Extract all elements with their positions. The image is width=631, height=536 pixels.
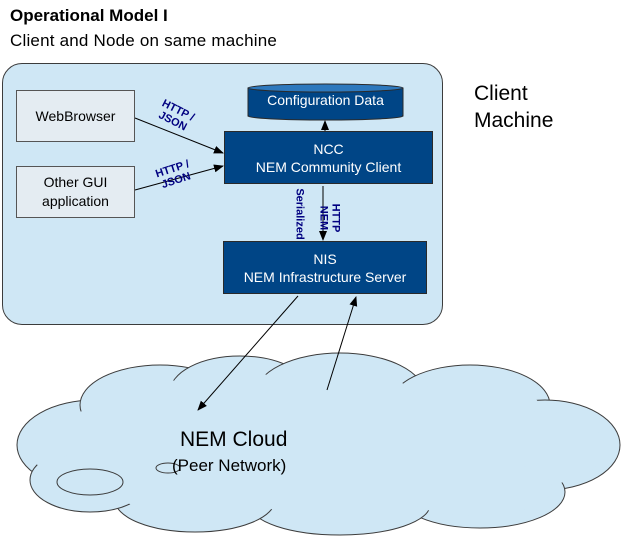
ncc-box: NCC NEM Community Client: [224, 131, 433, 184]
protocol-label-ncc-nis-right: HTTP NEM: [317, 204, 341, 233]
client-machine-label-line1: Client: [474, 82, 528, 105]
configuration-data-cylinder: [247, 83, 404, 121]
other-gui-box: Other GUI application: [16, 166, 135, 218]
protocol-ncc-nis-line1: HTTP: [329, 203, 342, 233]
webbrowser-label: WebBrowser: [35, 107, 116, 124]
diagram-subtitle: Client and Node on same machine: [10, 31, 278, 50]
protocol-label-ncc-nis-left: Serialized: [294, 188, 306, 239]
other-gui-label-line2: application: [42, 193, 109, 209]
client-machine-label-line2: Machine: [474, 109, 554, 132]
protocol-ncc-nis-serialized: Serialized: [293, 188, 306, 240]
nis-box: NIS NEM Infrastructure Server: [223, 241, 427, 294]
diagram-title: Operational Model I: [10, 6, 168, 25]
webbrowser-box: WebBrowser: [16, 90, 135, 142]
nis-label-line1: NIS: [313, 250, 337, 267]
other-gui-label-line1: Other GUI: [43, 174, 108, 190]
client-machine-label: Client Machine: [474, 80, 553, 134]
ncc-label-line1: NCC: [313, 140, 344, 157]
cloud-fill-overlay: [30, 369, 605, 519]
cloud-puffs: [56, 462, 181, 496]
arrow-nis-to-cloud: [197, 295, 299, 411]
cloud-subtitle: (Peer Network): [172, 456, 287, 475]
arrow-cloud-to-nis: [326, 296, 358, 391]
arrow-webbrowser-to-ncc: [134, 117, 224, 154]
nis-label-line2: NEM Infrastructure Server: [243, 268, 407, 285]
arrow-othergui-to-ncc: [134, 164, 224, 191]
ncc-label-line2: NEM Community Client: [255, 158, 402, 175]
configuration-data-label: Configuration Data: [267, 92, 384, 108]
protocol-ncc-nis-line2: NEM: [317, 205, 330, 231]
cloud-title: NEM Cloud: [180, 428, 288, 451]
